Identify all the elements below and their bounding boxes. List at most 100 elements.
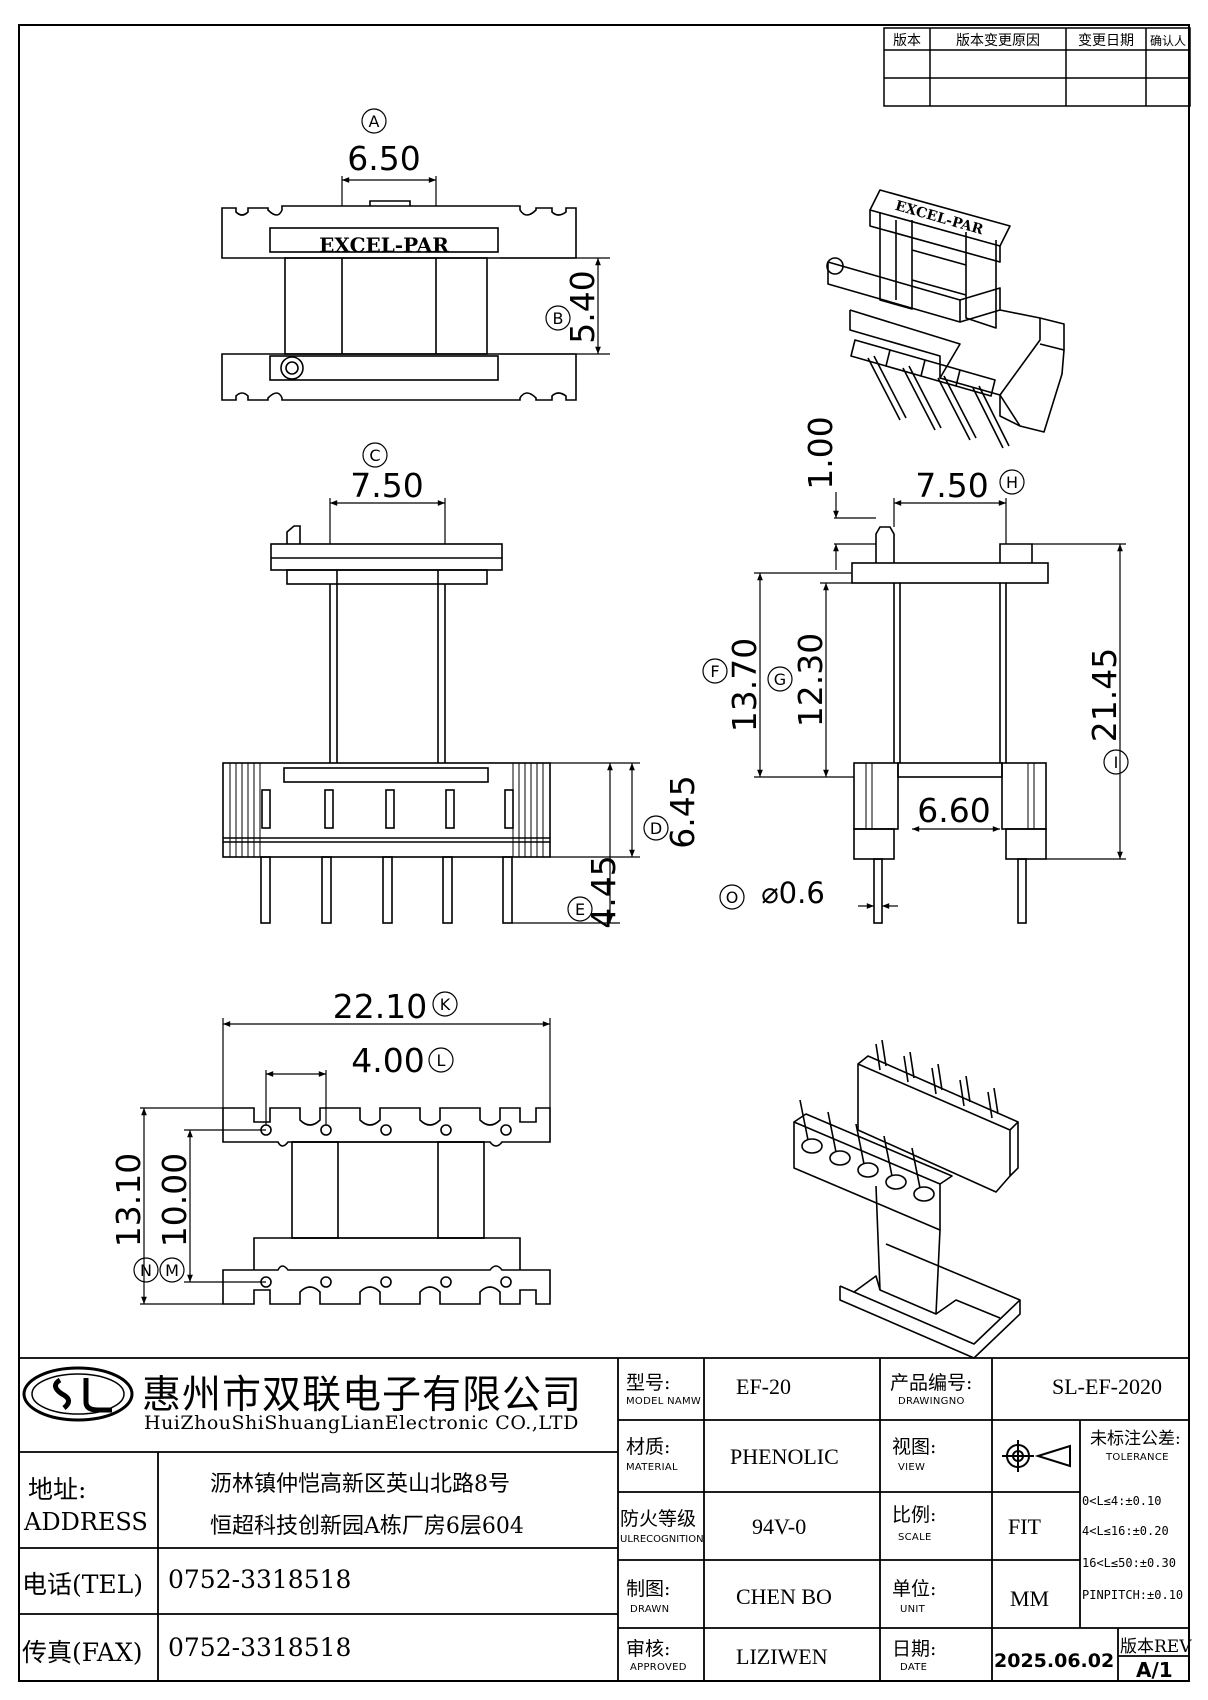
unit-label: 单位: bbox=[892, 1578, 937, 1600]
material-label: 材质: bbox=[626, 1436, 671, 1458]
dim-de-lines bbox=[512, 762, 669, 924]
dim-i-value: 21.45 bbox=[1085, 648, 1124, 742]
unit-label-en: UNIT bbox=[900, 1604, 926, 1615]
dim-n-label: N bbox=[140, 1261, 152, 1280]
scale-label-en: SCALE bbox=[898, 1532, 932, 1543]
product-no-label: 产品编号: bbox=[890, 1372, 973, 1394]
dim-f-value: 13.70 bbox=[725, 638, 764, 732]
dim-h-value: 7.50 bbox=[915, 466, 988, 505]
dim-a-label: A bbox=[369, 112, 380, 131]
diameter-symbol: ⌀ bbox=[761, 876, 778, 910]
bottom-view bbox=[222, 1107, 551, 1305]
rev-header-reason: 版本变更原因 bbox=[956, 33, 1040, 49]
top-view-brand: EXCEL-PAR bbox=[319, 233, 449, 257]
model-value: EF-20 bbox=[736, 1374, 791, 1399]
address-line-2: 恒超科技创新园A栋厂房6层604 bbox=[210, 1514, 524, 1539]
approved-label-en: APPROVED bbox=[630, 1662, 687, 1673]
fire-label-en: ULRECOGNITION bbox=[620, 1534, 704, 1545]
model-label: 型号: bbox=[626, 1372, 671, 1394]
company-name-en: HuiZhouShiShuangLianElectronic CO.,LTD bbox=[144, 1412, 579, 1434]
fax-label: 传真(FAX) bbox=[22, 1638, 143, 1667]
dim-e-label: E bbox=[575, 900, 585, 919]
side-dims bbox=[702, 469, 1129, 910]
tolerance-4: PINPITCH:±0.10 bbox=[1082, 1588, 1184, 1602]
view-label: 视图: bbox=[892, 1436, 937, 1458]
dim-l-label: L bbox=[437, 1051, 446, 1070]
scale-label: 比例: bbox=[892, 1504, 937, 1526]
dim-g-label: G bbox=[774, 670, 786, 689]
revision-table bbox=[883, 27, 1191, 107]
model-label-en: MODEL NAMW bbox=[626, 1396, 702, 1407]
front-view bbox=[222, 525, 551, 924]
dim-b-lines bbox=[500, 257, 610, 355]
rev-header-version: 版本 bbox=[893, 33, 921, 49]
date-label: 日期: bbox=[892, 1638, 937, 1660]
fire-value: 94V-0 bbox=[752, 1514, 807, 1539]
dim-1-value: 1.00 bbox=[801, 416, 840, 489]
dim-c-value: 7.50 bbox=[350, 466, 423, 505]
drawn-value: CHEN BO bbox=[736, 1584, 832, 1609]
dim-m-label: M bbox=[165, 1261, 179, 1280]
date-label-en: DATE bbox=[900, 1662, 928, 1673]
approved-value: LIZIWEN bbox=[736, 1644, 828, 1669]
dim-b-label: B bbox=[553, 309, 564, 328]
revision-headers: 版本 版本变更原因 变更日期 确认人 bbox=[893, 33, 1186, 49]
unit-value: MM bbox=[1010, 1586, 1050, 1611]
rev-label: 版本REV bbox=[1120, 1637, 1192, 1657]
dim-b-value: 5.40 bbox=[563, 270, 602, 343]
dim-n-value: 13.10 bbox=[109, 1153, 148, 1247]
date-value: 2025.06.02 bbox=[994, 1650, 1115, 1672]
bottom-dims bbox=[133, 991, 551, 1305]
dim-a-lines bbox=[341, 108, 437, 206]
tolerance-1: 0<L≤4:±0.10 bbox=[1082, 1494, 1162, 1508]
dim-k-label: K bbox=[440, 995, 451, 1014]
dim-l-value: 4.00 bbox=[351, 1041, 424, 1080]
rev-header-confirm: 确认人 bbox=[1150, 34, 1186, 48]
rev-value: A/1 bbox=[1136, 1658, 1173, 1682]
iso-view-bottom bbox=[793, 1039, 1021, 1359]
iso-view-top bbox=[826, 189, 1065, 449]
tel-value: 0752-3318518 bbox=[168, 1565, 352, 1594]
fax-value: 0752-3318518 bbox=[168, 1633, 352, 1662]
side-view bbox=[851, 526, 1049, 924]
dim-j-value: 6.60 bbox=[917, 791, 990, 830]
top-view bbox=[221, 200, 577, 401]
company-name-cn: 惠州市双联电子有限公司 bbox=[142, 1373, 583, 1418]
drawn-label-en: DRAWN bbox=[630, 1604, 670, 1615]
product-no-value: SL-EF-2020 bbox=[1052, 1374, 1162, 1399]
scale-value: FIT bbox=[1008, 1514, 1041, 1539]
dim-h-label: H bbox=[1006, 473, 1018, 492]
iso-brand: EXCEL-PAR bbox=[893, 198, 985, 238]
first-angle-projection-icon bbox=[1002, 1440, 1071, 1472]
tolerance-label: 未标注公差: bbox=[1090, 1429, 1181, 1449]
rev-header-date: 变更日期 bbox=[1078, 33, 1134, 49]
dim-pin-label: O bbox=[726, 888, 739, 907]
drawn-label: 制图: bbox=[626, 1578, 671, 1600]
approved-label: 审核: bbox=[626, 1638, 671, 1660]
dim-pin-value: ⌀0.6 bbox=[761, 876, 825, 910]
fire-label: 防火等级 bbox=[620, 1508, 697, 1530]
dim-i-label: I bbox=[1114, 753, 1119, 772]
material-label-en: MATERIAL bbox=[626, 1462, 678, 1473]
dim-d-label: D bbox=[650, 819, 662, 838]
dim-pin-number: 0.6 bbox=[779, 876, 825, 910]
dim-d-value: 6.45 bbox=[663, 775, 702, 848]
dim-c-label: C bbox=[369, 446, 380, 465]
dim-f-label: F bbox=[710, 662, 719, 681]
material-value: PHENOLIC bbox=[730, 1444, 839, 1469]
dim-e-value: 4.45 bbox=[584, 855, 623, 928]
address-line-1: 沥林镇仲恺高新区英山北路8号 bbox=[210, 1472, 510, 1497]
dim-a-value: 6.50 bbox=[347, 139, 420, 178]
view-label-en: VIEW bbox=[898, 1462, 926, 1473]
tolerance-label-en: TOLERANCE bbox=[1106, 1452, 1169, 1463]
tel-label: 电话(TEL) bbox=[22, 1570, 144, 1599]
address-label: 地址: bbox=[28, 1475, 87, 1504]
dim-g-value: 12.30 bbox=[791, 633, 830, 727]
product-no-label-en: DRAWINGNO bbox=[898, 1396, 965, 1407]
address-label-en: ADDRESS bbox=[24, 1508, 148, 1536]
dim-c-lines bbox=[329, 442, 446, 544]
title-block-grid bbox=[18, 1357, 1190, 1682]
dim-m-value: 10.00 bbox=[155, 1153, 194, 1247]
drawing-frame bbox=[18, 24, 1190, 1682]
